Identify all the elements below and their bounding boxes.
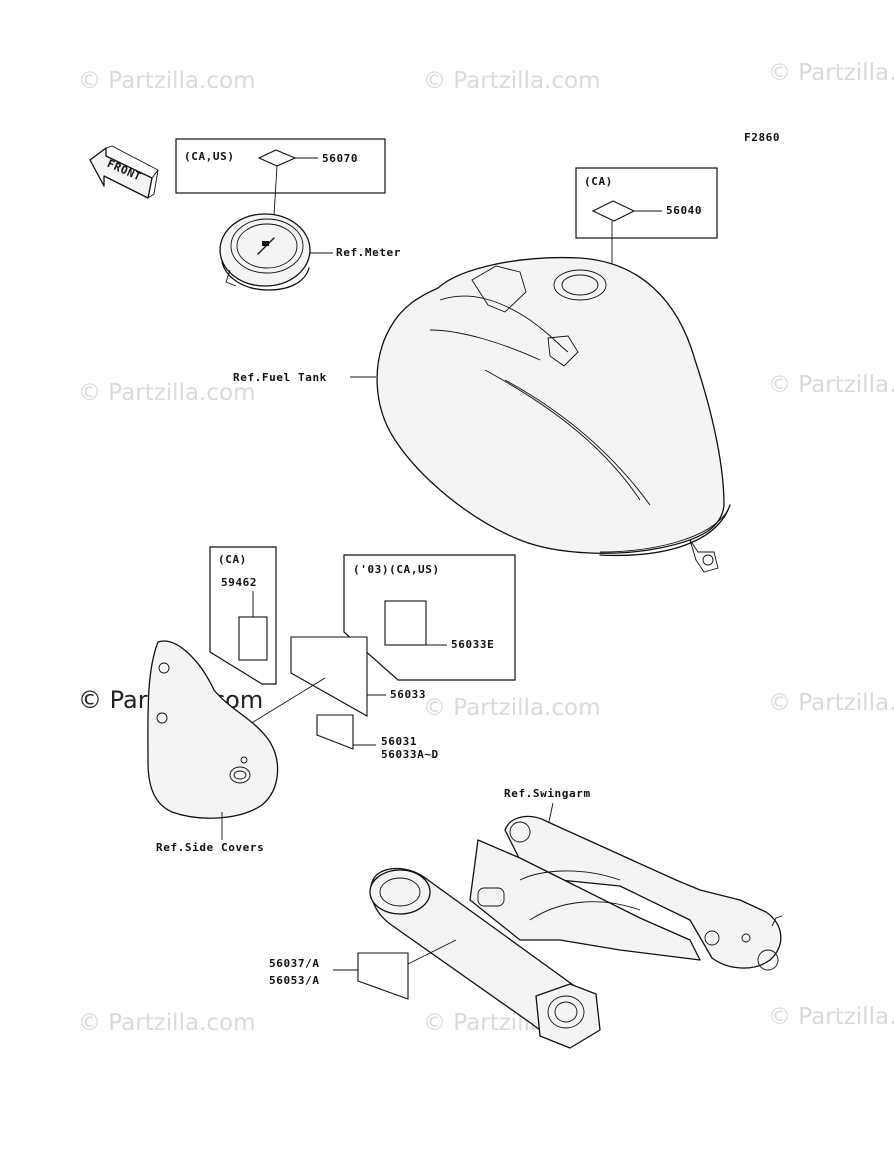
tank-box-region: (CA) [584, 175, 613, 188]
watermark: © Partzilla.com [768, 690, 894, 716]
ref-side-covers-label: Ref.Side Covers [156, 841, 264, 854]
ref-fuel-tank-label: Ref.Fuel Tank [233, 371, 327, 384]
side-cover-icon: Ref.Side Covers [147, 640, 279, 854]
watermark: © Partzilla.com [768, 372, 894, 398]
meter-label-box: (CA,US) 56070 [175, 138, 386, 233]
meter-box-region: (CA,US) [184, 150, 235, 163]
year-label-box: ('03)(CA,US) 56033E [343, 554, 516, 681]
part-56053: 56053/A [269, 974, 320, 987]
meter-box-part: 56070 [322, 152, 358, 165]
watermark: © Partzilla.com [768, 1004, 894, 1030]
front-arrow-icon: FRONT [89, 145, 159, 199]
year-box-region: ('03)(CA,US) [353, 563, 440, 576]
watermark: © Partzilla.com [78, 1010, 256, 1036]
watermark: © Partzilla.com [423, 68, 601, 94]
side-box-region: (CA) [218, 553, 247, 566]
watermark: © Partzilla.com [768, 60, 894, 86]
part-56033: 56033 [390, 688, 426, 701]
meter-icon: Ref.Meter [219, 213, 401, 291]
watermark: © Partzilla.com [78, 380, 256, 406]
tank-label-box: (CA) 56040 [575, 167, 718, 318]
decal-56037: 56037/A 56053/A [269, 952, 409, 1000]
ref-swingarm-label: Ref.Swingarm [504, 787, 591, 800]
decal-56031: 56031 56033A~D [316, 714, 439, 761]
year-box-part: 56033E [451, 638, 494, 651]
decal-56033: 56033 [231, 636, 426, 736]
side-box-part: 59462 [221, 576, 257, 589]
ref-meter-label: Ref.Meter [336, 246, 401, 259]
swingarm-icon: Ref.Swingarm [369, 787, 783, 1049]
fuel-tank-icon: Ref.Fuel Tank [233, 256, 731, 573]
tank-box-part: 56040 [666, 204, 702, 217]
part-56033a: 56033A~D [381, 748, 439, 761]
part-56037: 56037/A [269, 957, 320, 970]
side-label-box: (CA) 59462 [209, 546, 277, 685]
figure-code: F2860 [744, 131, 780, 144]
part-56031: 56031 [381, 735, 417, 748]
watermark: © Partzilla.com [423, 695, 601, 721]
watermark: © Partzilla.com [78, 68, 256, 94]
